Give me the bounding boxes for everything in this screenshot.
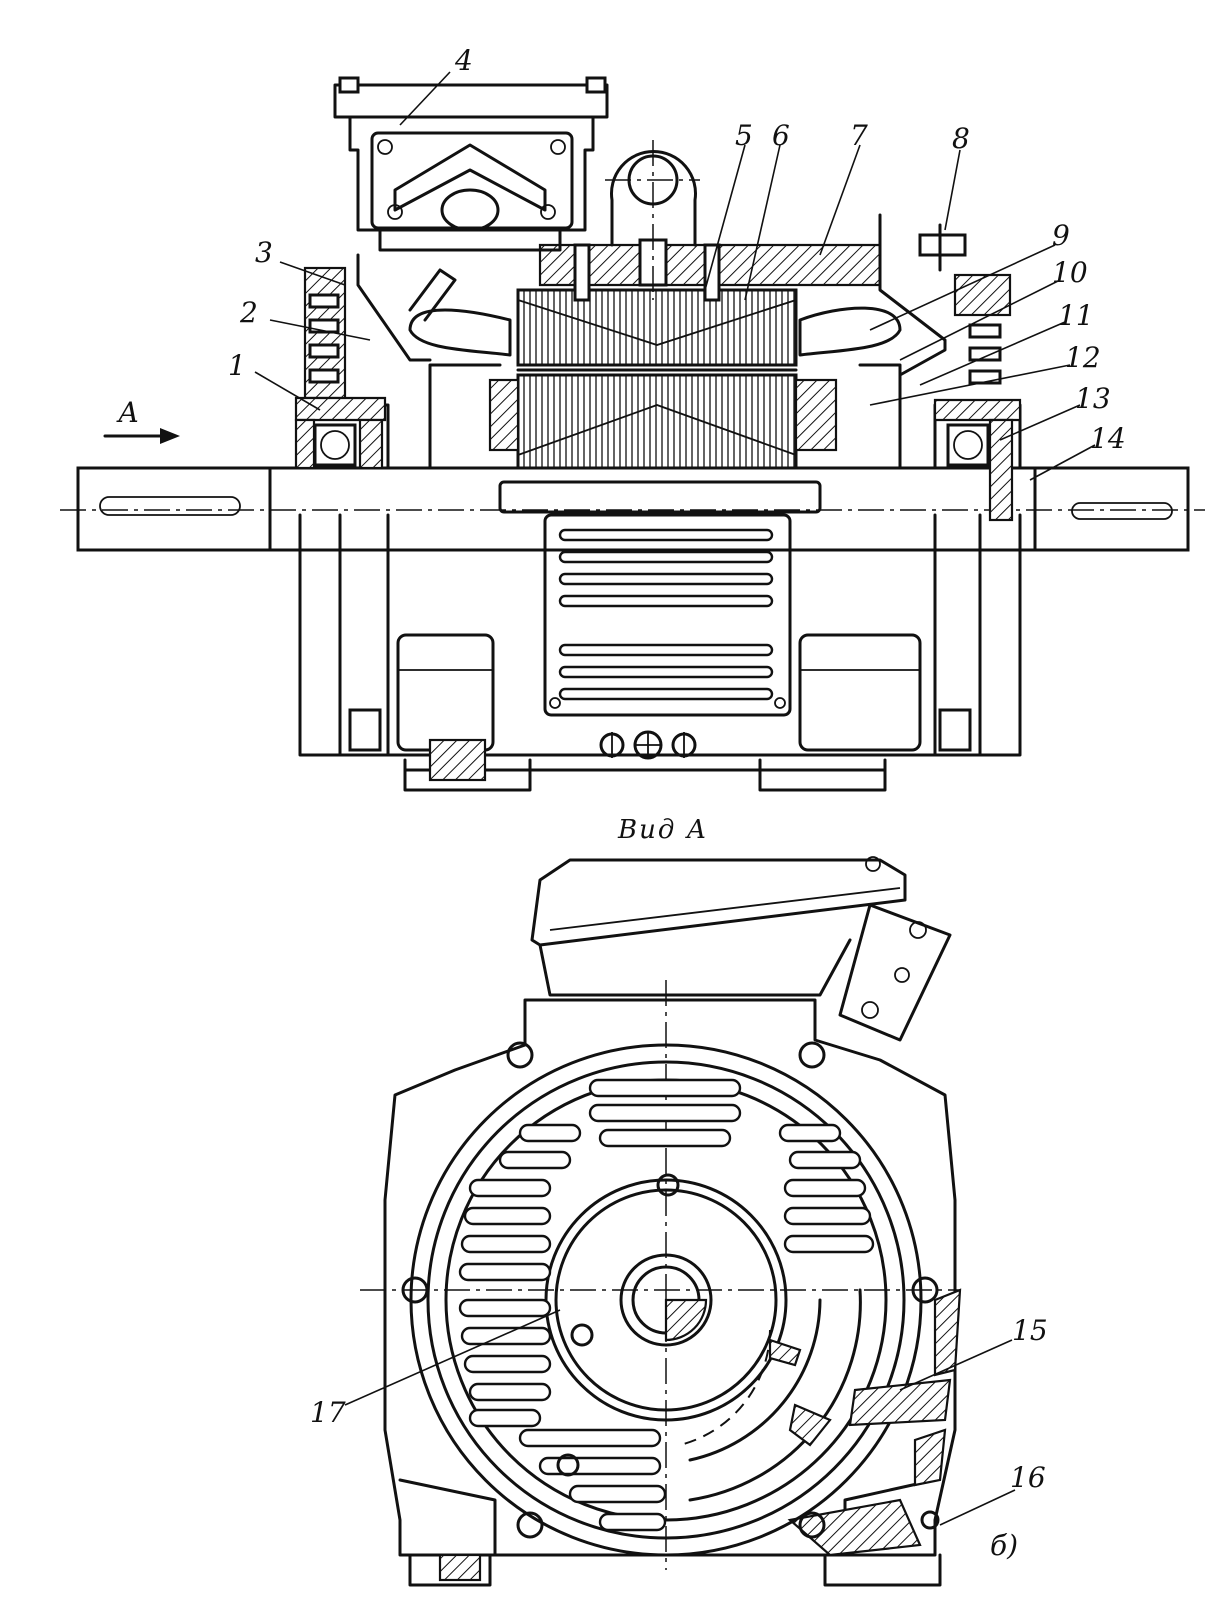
- figure-tag: б): [990, 1529, 1018, 1562]
- view-arrow: А: [103, 396, 180, 444]
- right-end-shield: [878, 213, 1022, 522]
- label-15: 15: [1012, 1314, 1048, 1347]
- view-arrow-letter: А: [116, 396, 139, 429]
- view-caption: Вид А: [617, 815, 708, 845]
- label-10: 10: [1052, 256, 1088, 289]
- longitudinal-section: А 1 2 3 4 5 6 7 8 9 10 11 12: [60, 44, 1205, 792]
- label-14: 14: [1090, 422, 1126, 455]
- end-view: 15 16 17 б): [310, 856, 1048, 1587]
- label-5: 5: [735, 119, 753, 152]
- label-13: 13: [1075, 382, 1111, 415]
- end-shield-face: [360, 980, 960, 1570]
- label-6: 6: [772, 119, 790, 152]
- winding-right: [794, 306, 902, 452]
- grounding-bolts: [599, 730, 697, 760]
- label-16: 16: [1010, 1461, 1046, 1494]
- winding-left: [408, 268, 520, 452]
- terminal-box-end: [530, 856, 952, 1042]
- terminal-box: [333, 76, 609, 252]
- label-7: 7: [850, 119, 868, 152]
- label-2: 2: [239, 296, 258, 329]
- stator-frame: [298, 513, 1022, 792]
- label-8: 8: [952, 122, 970, 155]
- stator-core: [516, 288, 798, 470]
- label-1: 1: [228, 349, 246, 382]
- left-end-shield: [294, 253, 432, 470]
- label-17: 17: [310, 1396, 346, 1429]
- label-3: 3: [255, 236, 273, 269]
- cooling-slots: [558, 528, 774, 701]
- cooling-fins: [458, 1078, 875, 1532]
- leaders-top: [254, 71, 1096, 481]
- label-9: 9: [1052, 219, 1070, 252]
- label-11: 11: [1058, 299, 1094, 332]
- label-4: 4: [454, 44, 473, 77]
- shield-bolts: [401, 1041, 940, 1539]
- lifting-eye: [605, 140, 700, 300]
- label-12: 12: [1065, 341, 1101, 374]
- end-housing: [383, 998, 957, 1587]
